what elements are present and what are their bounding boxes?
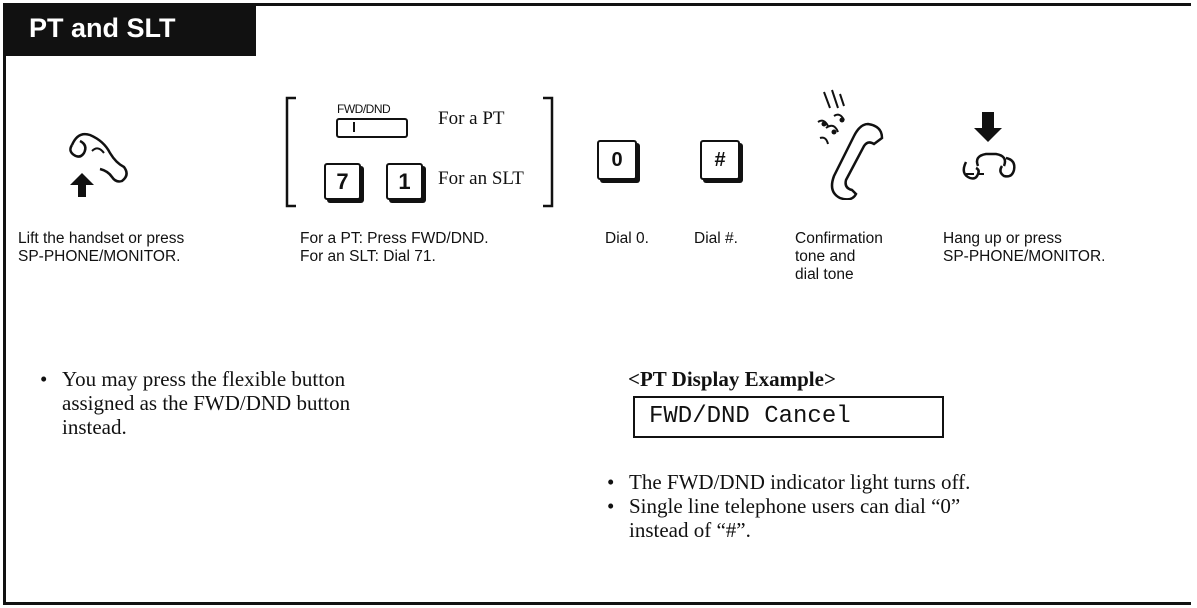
step4-caption: Dial #. [694, 230, 738, 247]
flexible-button-note: You may press the flexible button assign… [38, 367, 350, 439]
right-bracket [543, 96, 554, 208]
step1-caption: Lift the handset or press SP-PHONE/MONIT… [18, 230, 185, 265]
step3-caption: Dial 0. [605, 230, 649, 247]
lift-handset-icon [69, 132, 128, 197]
section-title-tab: PT and SLT [3, 3, 256, 56]
left-bracket [285, 96, 296, 208]
dial-key-7: 7 [324, 163, 361, 200]
indicator-notes: The FWD/DND indicator light turns off. S… [605, 470, 970, 542]
section-frame [3, 3, 1191, 605]
confirmation-tone-icon [817, 89, 884, 200]
section-title: PT and SLT [29, 13, 176, 43]
dial-key-1: 1 [386, 163, 423, 200]
lcd-display: FWD/DND Cancel [633, 396, 944, 438]
hang-up-icon [962, 112, 1016, 180]
step2-caption: For a PT: Press FWD/DND. For an SLT: Dia… [300, 230, 489, 265]
step6-caption: Hang up or press SP-PHONE/MONITOR. [943, 230, 1106, 265]
fwd-dnd-key-lamp [341, 122, 355, 132]
dial-key-hash: # [700, 140, 740, 180]
fwd-dnd-key-label: FWD/DND [337, 102, 391, 116]
dial-key-0: 0 [597, 140, 637, 180]
for-an-slt-label: For an SLT [438, 168, 524, 189]
display-example-heading: <PT Display Example> [628, 367, 836, 391]
for-a-pt-label: For a PT [438, 108, 505, 129]
step5-caption: Confirmation tone and dial tone [795, 230, 883, 283]
